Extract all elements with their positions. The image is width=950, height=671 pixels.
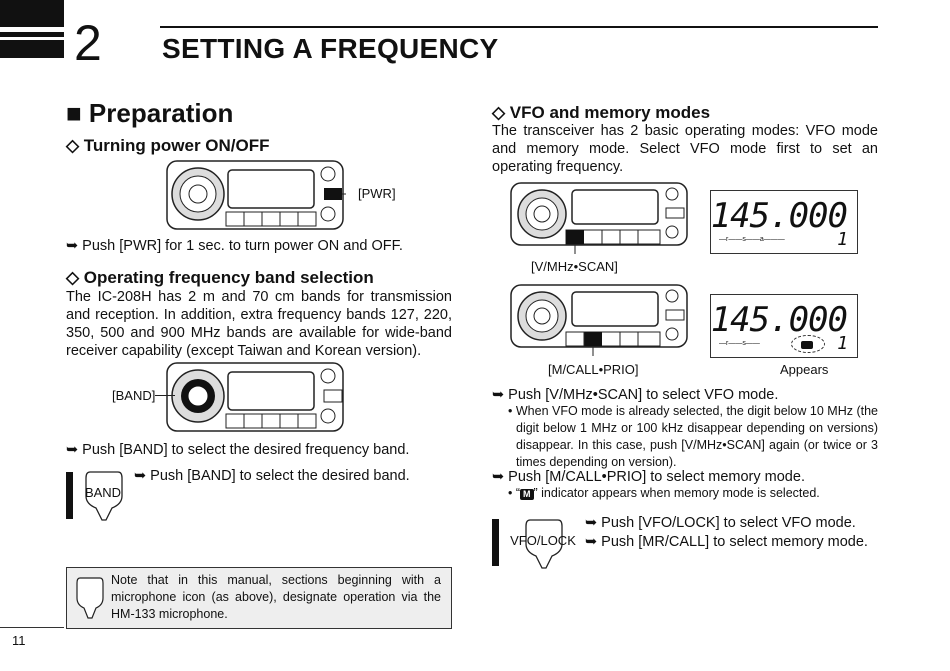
note-text: Note that in this manual, sections begin… — [111, 573, 441, 621]
pwr-callout: [PWR] — [358, 186, 396, 201]
power-step: ➥ Push [PWR] for 1 sec. to turn power ON… — [66, 238, 403, 254]
vfo-paragraph: The transceiver has 2 basic operating mo… — [492, 123, 878, 175]
chapter-title: SETTING A FREQUENCY — [162, 33, 499, 64]
mic-key-label: VFO/LOCK — [510, 533, 576, 548]
note-box: Note that in this manual, sections begin… — [66, 567, 452, 629]
radio-front-panel-icon — [510, 182, 688, 254]
vfo-step1: ➥ Push [V/MHz•SCAN] to select VFO mode. — [492, 387, 779, 403]
appears-label: Appears — [780, 362, 829, 377]
mic-vfo-step2: ➥ Push [MR/CALL] to select memory mode. — [585, 534, 868, 550]
band-leader-line — [155, 395, 175, 396]
note-suffix: ” indicator appears when memory mode is … — [533, 486, 820, 500]
lcd-frequency: 145.000 — [710, 300, 848, 340]
memory-indicator-highlight — [791, 335, 825, 353]
mic-section-bar — [66, 472, 73, 519]
mic-key-label: BAND — [84, 485, 122, 500]
radio-front-panel-icon — [510, 284, 688, 356]
footer-rule — [0, 627, 64, 628]
mcall-prio-callout: [M/CALL•PRIO] — [548, 362, 639, 377]
section-title: ■ Preparation — [66, 98, 234, 128]
lcd-scale: —r——s——a——— — [719, 236, 785, 243]
lcd-display-icon: 145.000 —r——s—— 1 — [710, 294, 858, 358]
vfo-scan-callout: [V/MHz•SCAN] — [531, 259, 618, 274]
band-step: ➥ Push [BAND] to select the desired freq… — [66, 442, 410, 458]
memory-indicator-badge: M — [520, 489, 534, 500]
radio-front-panel-icon — [166, 362, 344, 432]
note-prefix: • “ — [508, 486, 521, 500]
mic-section-bar — [492, 519, 499, 566]
vfo-heading: ◇ VFO and memory modes — [492, 103, 711, 122]
band-paragraph: The IC-208H has 2 m and 70 cm bands for … — [66, 289, 452, 359]
mic-band-step: ➥ Push [BAND] to select the desired band… — [134, 468, 410, 484]
vfo-step2: ➥ Push [M/CALL•PRIO] to select memory mo… — [492, 469, 805, 485]
lcd-display-icon: 145.000 —r——s——a——— 1 — [710, 190, 858, 254]
microphone-icon — [525, 519, 563, 569]
vfo-step1-note: • When VFO mode is already selected, the… — [508, 404, 878, 469]
lcd-frequency: 145.000 — [710, 196, 848, 236]
lcd-channel-digit: 1 — [837, 229, 848, 250]
chapter-tab-stripe — [0, 37, 64, 40]
header-rule — [160, 26, 878, 28]
band-callout: [BAND] — [112, 388, 156, 403]
memory-indicator-icon — [801, 341, 813, 349]
band-heading: ◇ Operating frequency band selection — [66, 268, 374, 287]
chapter-tab-stripe — [0, 27, 64, 32]
lcd-scale: —r——s—— — [719, 340, 760, 347]
microphone-icon — [85, 471, 123, 521]
mic-vfo-step1: ➥ Push [VFO/LOCK] to select VFO mode. — [585, 515, 856, 531]
chapter-number: 2 — [74, 15, 102, 71]
radio-front-panel-icon — [166, 160, 346, 230]
lcd-channel-digit: 1 — [837, 333, 848, 354]
microphone-icon — [76, 577, 104, 619]
vfo-step2-note: • “M” indicator appears when memory mode… — [508, 485, 820, 502]
power-heading: ◇ Turning power ON/OFF — [66, 136, 270, 155]
page-number: 11 — [12, 633, 26, 648]
